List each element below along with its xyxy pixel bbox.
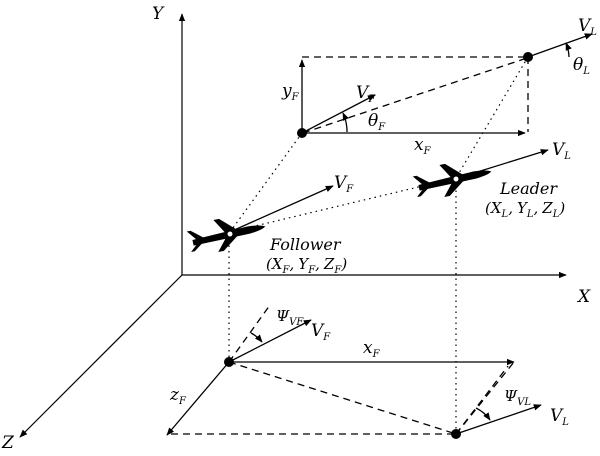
vf-top-arrow bbox=[301, 94, 376, 134]
follower-name: Follower bbox=[269, 235, 342, 254]
vl-bottom-arrow bbox=[455, 404, 542, 435]
vl-bottom-label: VL bbox=[550, 406, 569, 428]
yf-label: yF bbox=[281, 81, 300, 103]
theta-f-arc bbox=[342, 112, 349, 133]
follower-node-bottom bbox=[224, 357, 234, 367]
vf-top-label: VF bbox=[356, 83, 376, 105]
psi-vf-label: ΨVF bbox=[276, 307, 304, 328]
theta-l-arc bbox=[565, 42, 572, 58]
leader-coords: (XL,YL,ZL) bbox=[485, 199, 565, 220]
leader-aircraft-icon bbox=[412, 163, 492, 198]
vf-follower-label: VF bbox=[334, 173, 354, 195]
zf-label: zF bbox=[169, 385, 187, 407]
psi-vf-arc bbox=[250, 332, 263, 343]
vertical-plane-inset: yF VF θF xF VL θL bbox=[281, 16, 597, 157]
leader-aircraft: VL Leader (XL,YL,ZL) bbox=[412, 140, 571, 220]
y-axis-label: Y bbox=[152, 4, 165, 24]
follower-up-projection bbox=[229, 132, 303, 233]
vl-leader-label: VL bbox=[552, 140, 571, 162]
z-axis-label: Z bbox=[1, 433, 15, 453]
psi-vl-label: ΨVL bbox=[504, 387, 531, 408]
vl-top-arrow bbox=[527, 33, 593, 58]
leader-up-projection bbox=[455, 56, 529, 179]
vl-leader-arrow bbox=[473, 149, 549, 174]
psi-vl-arc bbox=[475, 407, 491, 421]
z-axis bbox=[19, 274, 183, 438]
xf-top-label: xF bbox=[414, 135, 432, 157]
vf-bottom-label: VF bbox=[311, 321, 331, 343]
psi-vl-dashed-ref bbox=[455, 365, 509, 435]
coordinate-axes: Y X Z bbox=[1, 4, 591, 453]
vl-top-label: VL bbox=[578, 16, 597, 38]
x-axis-label: X bbox=[576, 287, 591, 307]
theta-l-label: θL bbox=[573, 55, 590, 77]
zf-arrow bbox=[166, 361, 230, 436]
vf-follower-arrow bbox=[231, 185, 334, 232]
leader-follower-dotted-line bbox=[229, 177, 457, 233]
follower-coords: (XF,YF,ZF) bbox=[266, 255, 347, 276]
follower-aircraft: VF Follower (XF,YF,ZF) bbox=[186, 173, 354, 276]
xf-bottom-label: xF bbox=[363, 338, 381, 360]
psi-vf-dashed-ref bbox=[228, 304, 271, 363]
leader-follower-dashed-line bbox=[302, 57, 528, 134]
leader-name: Leader bbox=[499, 179, 558, 198]
theta-f-label: θF bbox=[368, 111, 386, 133]
follower-aircraft-icon bbox=[186, 218, 266, 253]
projection-lines bbox=[228, 56, 529, 432]
leader-node-bottom bbox=[451, 429, 461, 439]
horizontal-plane-inset: ΨVF VF xF zF ΨVL VL bbox=[166, 304, 569, 439]
vf-bottom-arrow bbox=[228, 319, 312, 363]
diagonal-dashed-line bbox=[228, 361, 457, 435]
